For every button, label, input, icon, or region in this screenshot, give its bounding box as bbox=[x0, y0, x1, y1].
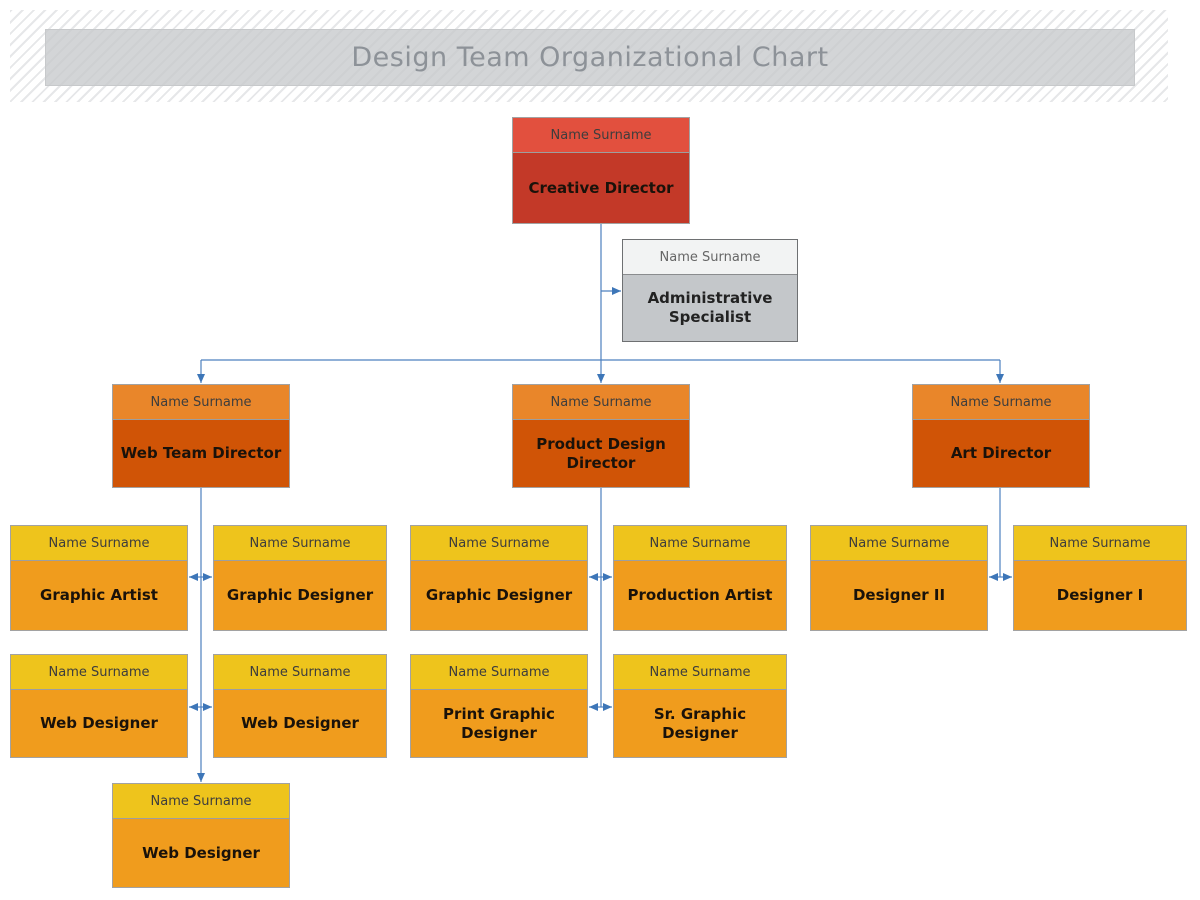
node-title-body: Art Director bbox=[913, 420, 1089, 487]
node-person-header: Name Surname bbox=[623, 240, 797, 275]
node-person-header: Name Surname bbox=[113, 784, 289, 819]
person-name-label: Name Surname bbox=[848, 535, 950, 551]
node-person-header: Name Surname bbox=[614, 526, 786, 561]
node-title-body: Administrative Specialist bbox=[623, 275, 797, 341]
org-node-web-designer-2[interactable]: Name Surname Web Designer bbox=[213, 654, 387, 758]
job-title-label: Production Artist bbox=[627, 586, 773, 605]
node-person-header: Name Surname bbox=[513, 385, 689, 420]
org-node-administrative-specialist[interactable]: Name Surname Administrative Specialist bbox=[622, 239, 798, 342]
node-person-header: Name Surname bbox=[913, 385, 1089, 420]
person-name-label: Name Surname bbox=[550, 394, 652, 410]
org-node-web-designer-1[interactable]: Name Surname Web Designer bbox=[10, 654, 188, 758]
org-node-web-team-director[interactable]: Name Surname Web Team Director bbox=[112, 384, 290, 488]
job-title-label: Web Designer bbox=[241, 714, 359, 733]
node-person-header: Name Surname bbox=[614, 655, 786, 690]
job-title-label: Web Team Director bbox=[120, 444, 282, 463]
person-name-label: Name Surname bbox=[150, 394, 252, 410]
node-title-body: Product Design Director bbox=[513, 420, 689, 487]
org-node-production-artist[interactable]: Name Surname Production Artist bbox=[613, 525, 787, 631]
job-title-label: Web Designer bbox=[40, 714, 158, 733]
job-title-label: Art Director bbox=[950, 444, 1052, 463]
node-person-header: Name Surname bbox=[411, 655, 587, 690]
org-node-product-design-director[interactable]: Name Surname Product Design Director bbox=[512, 384, 690, 488]
job-title-label: Web Designer bbox=[142, 843, 260, 862]
node-title-body: Web Designer bbox=[214, 690, 386, 757]
org-node-sr-graphic-designer[interactable]: Name Surname Sr. Graphic Designer bbox=[613, 654, 787, 758]
person-name-label: Name Surname bbox=[249, 535, 351, 551]
job-title-label: Graphic Artist bbox=[40, 586, 158, 605]
person-name-label: Name Surname bbox=[659, 249, 761, 265]
node-title-body: Designer I bbox=[1014, 561, 1186, 630]
node-person-header: Name Surname bbox=[11, 655, 187, 690]
node-person-header: Name Surname bbox=[811, 526, 987, 561]
job-title-label: Designer II bbox=[852, 586, 946, 605]
job-title-label: Designer I bbox=[1056, 586, 1144, 605]
node-person-header: Name Surname bbox=[113, 385, 289, 420]
person-name-label: Name Surname bbox=[1049, 535, 1151, 551]
org-node-web-designer-3[interactable]: Name Surname Web Designer bbox=[112, 783, 290, 888]
org-node-graphic-artist[interactable]: Name Surname Graphic Artist bbox=[10, 525, 188, 631]
person-name-label: Name Surname bbox=[448, 664, 550, 680]
person-name-label: Name Surname bbox=[950, 394, 1052, 410]
org-node-graphic-designer-web[interactable]: Name Surname Graphic Designer bbox=[213, 525, 387, 631]
node-title-body: Graphic Designer bbox=[411, 561, 587, 630]
org-node-creative-director[interactable]: Name Surname Creative Director bbox=[512, 117, 690, 224]
node-title-body: Graphic Designer bbox=[214, 561, 386, 630]
chart-title: Design Team Organizational Chart bbox=[351, 42, 829, 73]
person-name-label: Name Surname bbox=[150, 793, 252, 809]
job-title-label: Sr. Graphic Designer bbox=[653, 704, 747, 742]
job-title-label: Administrative Specialist bbox=[647, 289, 773, 326]
node-title-body: Web Team Director bbox=[113, 420, 289, 487]
node-title-body: Web Designer bbox=[11, 690, 187, 757]
node-person-header: Name Surname bbox=[513, 118, 689, 153]
node-title-body: Designer II bbox=[811, 561, 987, 630]
node-person-header: Name Surname bbox=[1014, 526, 1186, 561]
org-node-print-graphic-designer[interactable]: Name Surname Print Graphic Designer bbox=[410, 654, 588, 758]
org-node-designer-i[interactable]: Name Surname Designer I bbox=[1013, 525, 1187, 631]
person-name-label: Name Surname bbox=[649, 664, 751, 680]
person-name-label: Name Surname bbox=[649, 535, 751, 551]
job-title-label: Graphic Designer bbox=[226, 586, 374, 605]
node-title-body: Creative Director bbox=[513, 153, 689, 223]
person-name-label: Name Surname bbox=[550, 127, 652, 143]
node-title-body: Production Artist bbox=[614, 561, 786, 630]
job-title-label: Print Graphic Designer bbox=[443, 704, 555, 742]
node-person-header: Name Surname bbox=[214, 526, 386, 561]
person-name-label: Name Surname bbox=[48, 535, 150, 551]
job-title-label: Product Design Director bbox=[536, 434, 666, 472]
org-node-designer-ii[interactable]: Name Surname Designer II bbox=[810, 525, 988, 631]
node-person-header: Name Surname bbox=[411, 526, 587, 561]
node-title-body: Print Graphic Designer bbox=[411, 690, 587, 757]
org-node-graphic-designer-product[interactable]: Name Surname Graphic Designer bbox=[410, 525, 588, 631]
job-title-label: Creative Director bbox=[528, 178, 674, 197]
node-title-body: Graphic Artist bbox=[11, 561, 187, 630]
node-title-body: Sr. Graphic Designer bbox=[614, 690, 786, 757]
person-name-label: Name Surname bbox=[249, 664, 351, 680]
job-title-label: Graphic Designer bbox=[425, 586, 573, 605]
node-person-header: Name Surname bbox=[214, 655, 386, 690]
node-person-header: Name Surname bbox=[11, 526, 187, 561]
node-title-body: Web Designer bbox=[113, 819, 289, 887]
person-name-label: Name Surname bbox=[48, 664, 150, 680]
org-node-art-director[interactable]: Name Surname Art Director bbox=[912, 384, 1090, 488]
title-hatched-strip: Design Team Organizational Chart bbox=[10, 10, 1168, 102]
chart-title-band[interactable]: Design Team Organizational Chart bbox=[45, 29, 1135, 86]
person-name-label: Name Surname bbox=[448, 535, 550, 551]
